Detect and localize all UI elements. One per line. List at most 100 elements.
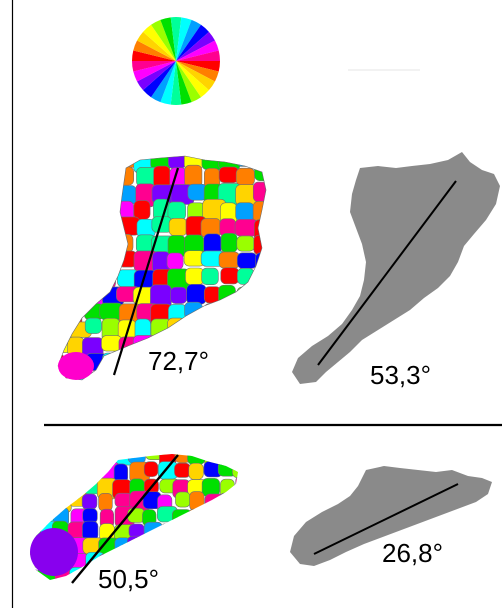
segment-cell [98,492,113,512]
segment-cell [82,199,106,221]
segment-cell [220,302,245,323]
wheel-slice [176,40,219,61]
segment-cell [234,354,252,374]
wheel-slice [132,61,176,72]
axis-line-top-right [317,180,457,366]
segment-cell [66,463,84,484]
segment-cell [235,475,238,495]
segment-cell [185,267,205,285]
segment-cell [30,478,42,493]
segment-cell [271,149,293,168]
segment-cell [83,461,98,481]
segment-cell [234,507,238,524]
segment-cell [168,156,186,169]
segment-cell [189,521,211,537]
segment-blob [58,352,94,380]
segment-cell [26,585,43,604]
segment-cell [65,269,84,292]
segment-cell [100,454,116,469]
segment-cell [171,554,188,572]
segment-cell [187,454,206,465]
segment-cell [171,509,192,525]
segment-cell [188,508,205,530]
segment-cell [252,201,266,223]
segment-cell [270,303,289,324]
segment-cell [49,386,65,403]
segment-cell [233,521,238,537]
segment-cell [145,538,160,560]
segment-cell [67,387,90,407]
segment-cell [54,463,77,482]
segment-cell [255,302,266,325]
segment-cell [232,536,238,557]
segment-cell [154,387,171,403]
segment-cell [255,270,266,292]
angle-label-top-left: 72,7° [148,346,210,376]
segment-cell [58,202,67,225]
wheel-slice [176,19,201,62]
segment-cell [84,317,102,334]
segment-cell [160,581,179,598]
segment-cell [255,252,266,271]
segment-cell [65,233,88,250]
segment-cell [174,538,192,560]
segment-cell [82,182,100,200]
segment-cell [143,461,159,477]
wheel-slice [176,61,220,72]
segment-cell [170,286,188,304]
segment-cell [252,284,266,302]
segment-cell [232,462,238,479]
segment-cell [204,493,224,510]
segment-cell [68,167,93,192]
segment-cell [67,585,87,605]
segment-cell [220,478,235,499]
segment-cell [166,252,184,270]
segment-cell [117,369,135,380]
wheel-slice [176,17,192,62]
wheel-slice [137,31,176,61]
segment-cell [234,336,255,361]
segment-cell [220,553,237,572]
segment-cell [220,232,238,253]
segment-cell [39,460,61,476]
segment-cell [237,388,259,412]
wheel-slice [170,16,182,61]
segment-cell [82,166,104,183]
segment-cell [236,252,258,269]
segment-cell [83,219,100,237]
segment-cell [143,521,163,539]
segment-cell [234,369,257,380]
segment-cell [189,566,211,580]
segment-cell [157,568,179,580]
segment-cell [270,388,290,411]
segment-cell [204,319,227,338]
segment-cell [39,492,61,509]
wheel-slice [176,50,220,61]
segment-cell [253,156,266,169]
segment-cell [219,582,238,598]
angle-label-bottom-left: 50,5° [98,564,160,594]
segment-cell [58,167,71,185]
segment-cell [100,200,119,220]
segment-cell [127,535,147,551]
segment-cell [167,201,186,221]
segment-cell [271,183,291,199]
segment-cell [270,271,290,292]
segment-cell [234,492,238,511]
segment-cell [269,285,287,305]
segment-cell [82,520,99,541]
segment-cell [187,390,203,407]
wheel-slice [176,61,219,82]
segment-cell [234,550,238,569]
segment-cell [186,284,207,305]
segment-cell [82,252,102,276]
segment-cell [185,318,204,343]
wheel-slice [160,17,176,62]
segment-cell [220,386,241,409]
segment-cell [201,509,220,529]
segment-cell [218,454,236,466]
segment-cell [269,355,289,371]
gray-shape-top [292,152,500,384]
wheel-slice [176,31,215,61]
wheel-slice [132,50,176,61]
